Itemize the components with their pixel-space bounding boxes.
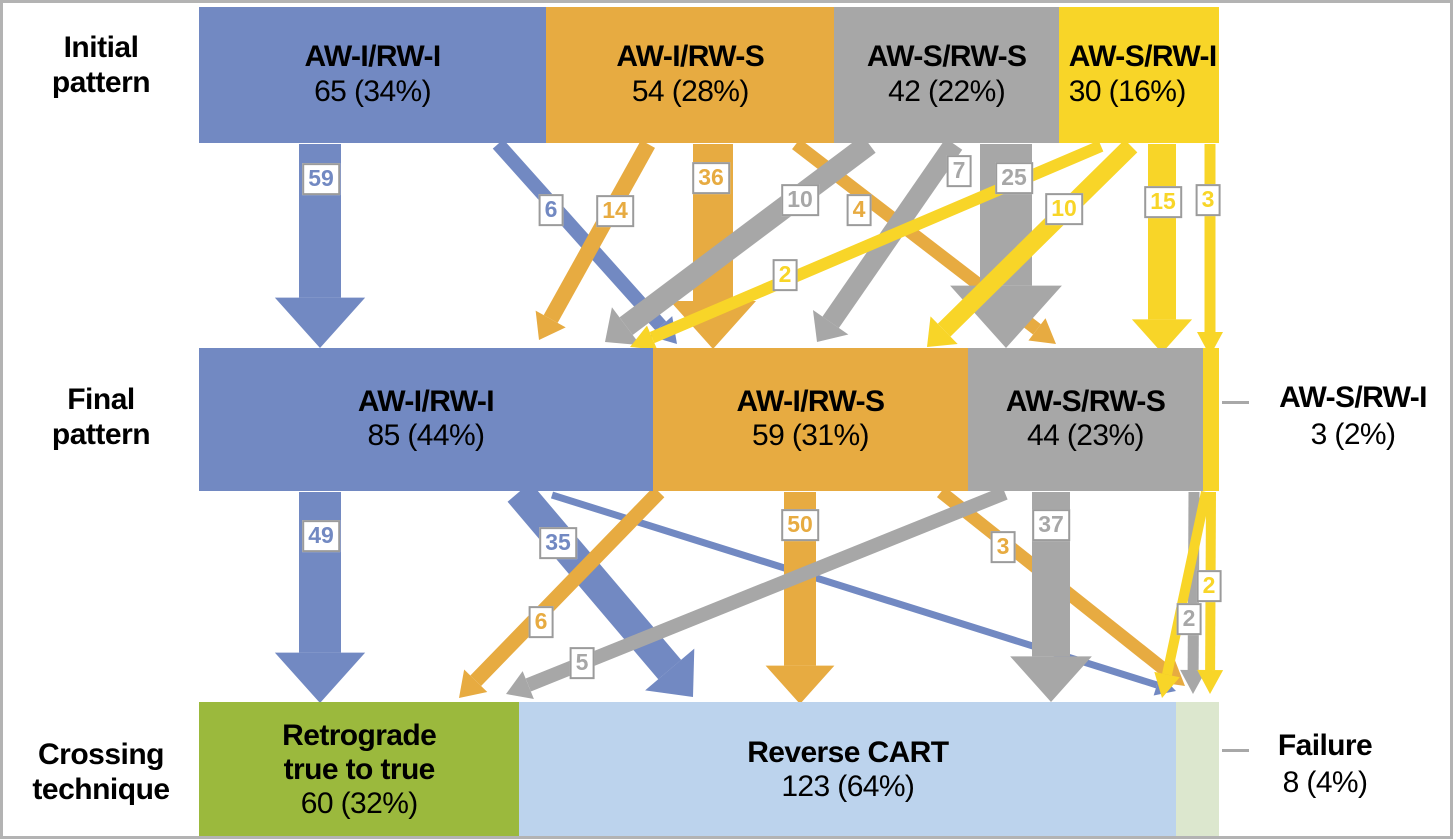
node-count: 8 (4%) (1282, 765, 1368, 799)
flow-arrow-f-aws-rws-to-c-retro (525, 486, 1008, 692)
node-count: 3 (2%) (1310, 417, 1396, 451)
flow-value-f-awi-rwi-to-c-cart: 35 (539, 527, 577, 559)
flow-arrowhead-f-awi-rws-to-c-retro (459, 669, 488, 698)
flow-value-i-aws-rwi-to-f-aws-rwi: 3 (1195, 184, 1221, 216)
flow-value-i-awi-rws-to-f-aws-rws: 4 (846, 194, 872, 226)
flow-value-f-awi-rwi-to-c-retro: 49 (302, 520, 340, 552)
node-count: 42 (22%) (888, 74, 1006, 108)
node-count: 65 (34%) (314, 74, 432, 108)
flow-arrowhead-i-aws-rws-to-f-awi-rwi (605, 307, 641, 346)
node-count: 60 (32%) (300, 787, 419, 821)
node-name: AW-S/RW-I (1279, 381, 1427, 414)
flow-value-f-awi-rws-to-c-retro: 6 (528, 606, 554, 638)
flow-arrowhead-f-aws-rws-to-c-retro (506, 671, 534, 699)
node-bar-f-awi-rwi (199, 348, 653, 491)
row-label-crossing-technique: Crossing technique (32, 738, 170, 806)
flow-value-f-aws-rws-to-c-fail: 2 (1176, 603, 1202, 635)
node-name: Retrograde true to true (282, 718, 437, 786)
node-name: Failure (1277, 729, 1373, 762)
flow-arrowhead-i-aws-rwi-to-f-aws-rws (1131, 319, 1193, 353)
node-count: 54 (28%) (631, 74, 750, 108)
node-count: 123 (64%) (781, 770, 915, 804)
node-name: AW-I/RW-S (616, 40, 765, 74)
flow-arrowhead-f-awi-rws-to-c-cart (765, 665, 835, 704)
node-bar-i-aws-rwi (1058, 7, 1219, 143)
node-bar-f-awi-rws (652, 348, 968, 491)
flow-value-i-aws-rwi-to-f-awi-rwi: 2 (772, 259, 798, 291)
node-bar-c-fail (1176, 702, 1219, 836)
node-bar-i-awi-rwi (199, 7, 547, 143)
flow-arrowhead-f-aws-rwi-to-c-fail (1197, 669, 1224, 694)
node-bar-c-cart (519, 702, 1177, 836)
flow-value-i-aws-rws-to-f-awi-rwi: 10 (781, 184, 819, 216)
flow-value-i-awi-rwi-to-f-awi-rws: 6 (538, 194, 564, 226)
flow-arrowhead-f-aws-rws-to-c-cart (1010, 656, 1092, 702)
node-count: 30 (16%) (1068, 74, 1187, 108)
flow-arrow-f-aws-rws-to-c-fail (1187, 491, 1200, 671)
flow-arrowhead-i-aws-rwi-to-f-awi-rws (927, 316, 958, 347)
flow-arrow-f-aws-rwi-to-c-cart (1162, 490, 1211, 676)
node-bar-c-retro (199, 702, 520, 836)
flow-value-f-awi-rws-to-c-fail: 3 (990, 531, 1016, 563)
flow-value-f-aws-rws-to-c-retro: 5 (569, 647, 595, 679)
flow-value-i-awi-rws-to-f-awi-rws: 36 (692, 162, 730, 194)
flow-value-i-awi-rwi-to-f-awi-rwi: 59 (302, 163, 340, 195)
flow-arrowhead-i-awi-rws-to-f-aws-rws (1028, 318, 1056, 344)
flow-arrowhead-i-awi-rwi-to-f-awi-rwi (274, 297, 366, 348)
flow-arrow-i-awi-rwi-to-f-awi-rws (492, 139, 667, 331)
flow-value-i-aws-rws-to-f-aws-rws: 25 (995, 162, 1033, 194)
node-name: AW-S/RW-S (1005, 384, 1166, 418)
node-name: AW-I/RW-I (357, 384, 495, 418)
flow-arrowhead-i-awi-rws-to-f-awi-rws (670, 301, 756, 349)
flow-arrowhead-i-awi-rws-to-f-awi-rwi (535, 310, 566, 340)
flow-arrow-f-awi-rws-to-c-retro (470, 486, 665, 687)
flow-value-f-aws-rwi-to-c-fail: 2 (1196, 570, 1222, 602)
row-label-final-pattern: Final pattern (51, 383, 151, 451)
node-name: AW-I/RW-I (304, 40, 441, 74)
label-connector-f-aws-rwi (1222, 401, 1249, 404)
flow-value-i-aws-rws-to-f-awi-rws: 7 (946, 155, 972, 187)
label-connector-c-fail (1222, 749, 1249, 752)
node-name: AW-I/RW-S (736, 384, 885, 418)
node-bar-i-aws-rws (834, 7, 1059, 143)
row-label-initial-pattern: Initial pattern (51, 31, 151, 99)
flow-value-f-awi-rws-to-c-cart: 50 (781, 509, 819, 541)
node-bar-f-aws-rwi (1202, 348, 1219, 491)
flow-arrowhead-f-aws-rws-to-c-fail (1180, 669, 1207, 694)
flow-arrowhead-i-aws-rwi-to-f-aws-rwi (1197, 332, 1223, 356)
node-count: 59 (31%) (751, 419, 870, 453)
node-count: 44 (23%) (1027, 419, 1145, 453)
flow-arrowhead-i-aws-rws-to-f-awi-rws (812, 310, 849, 342)
flow-value-i-aws-rwi-to-f-awi-rws: 10 (1045, 193, 1083, 225)
flow-arrow-i-aws-rws-to-f-awi-rwi (619, 135, 876, 335)
flow-value-i-awi-rws-to-f-awi-rwi: 14 (596, 195, 634, 227)
node-bar-f-aws-rws (968, 348, 1203, 491)
node-name: Reverse CART (747, 735, 949, 769)
node-name: AW-S/RW-I (1068, 40, 1217, 74)
flow-arrowhead-i-aws-rwi-to-f-awi-rwi (630, 325, 658, 350)
node-bar-i-awi-rws (546, 7, 835, 143)
flow-arrow-i-awi-rws-to-f-awi-rwi (543, 140, 655, 323)
flow-value-f-aws-rws-to-c-cart: 37 (1032, 509, 1070, 541)
flow-arrowhead-f-awi-rwi-to-c-cart (645, 648, 695, 697)
flow-value-i-aws-rwi-to-f-aws-rws: 15 (1144, 186, 1182, 218)
flow-arrowhead-f-aws-rwi-to-c-cart (1154, 671, 1180, 698)
node-count: 85 (44%) (367, 419, 485, 453)
flow-arrow-i-aws-rwi-to-f-awi-rws (937, 139, 1138, 337)
node-name: AW-S/RW-S (866, 40, 1027, 74)
flow-arrowhead-f-awi-rwi-to-c-retro (274, 652, 366, 703)
